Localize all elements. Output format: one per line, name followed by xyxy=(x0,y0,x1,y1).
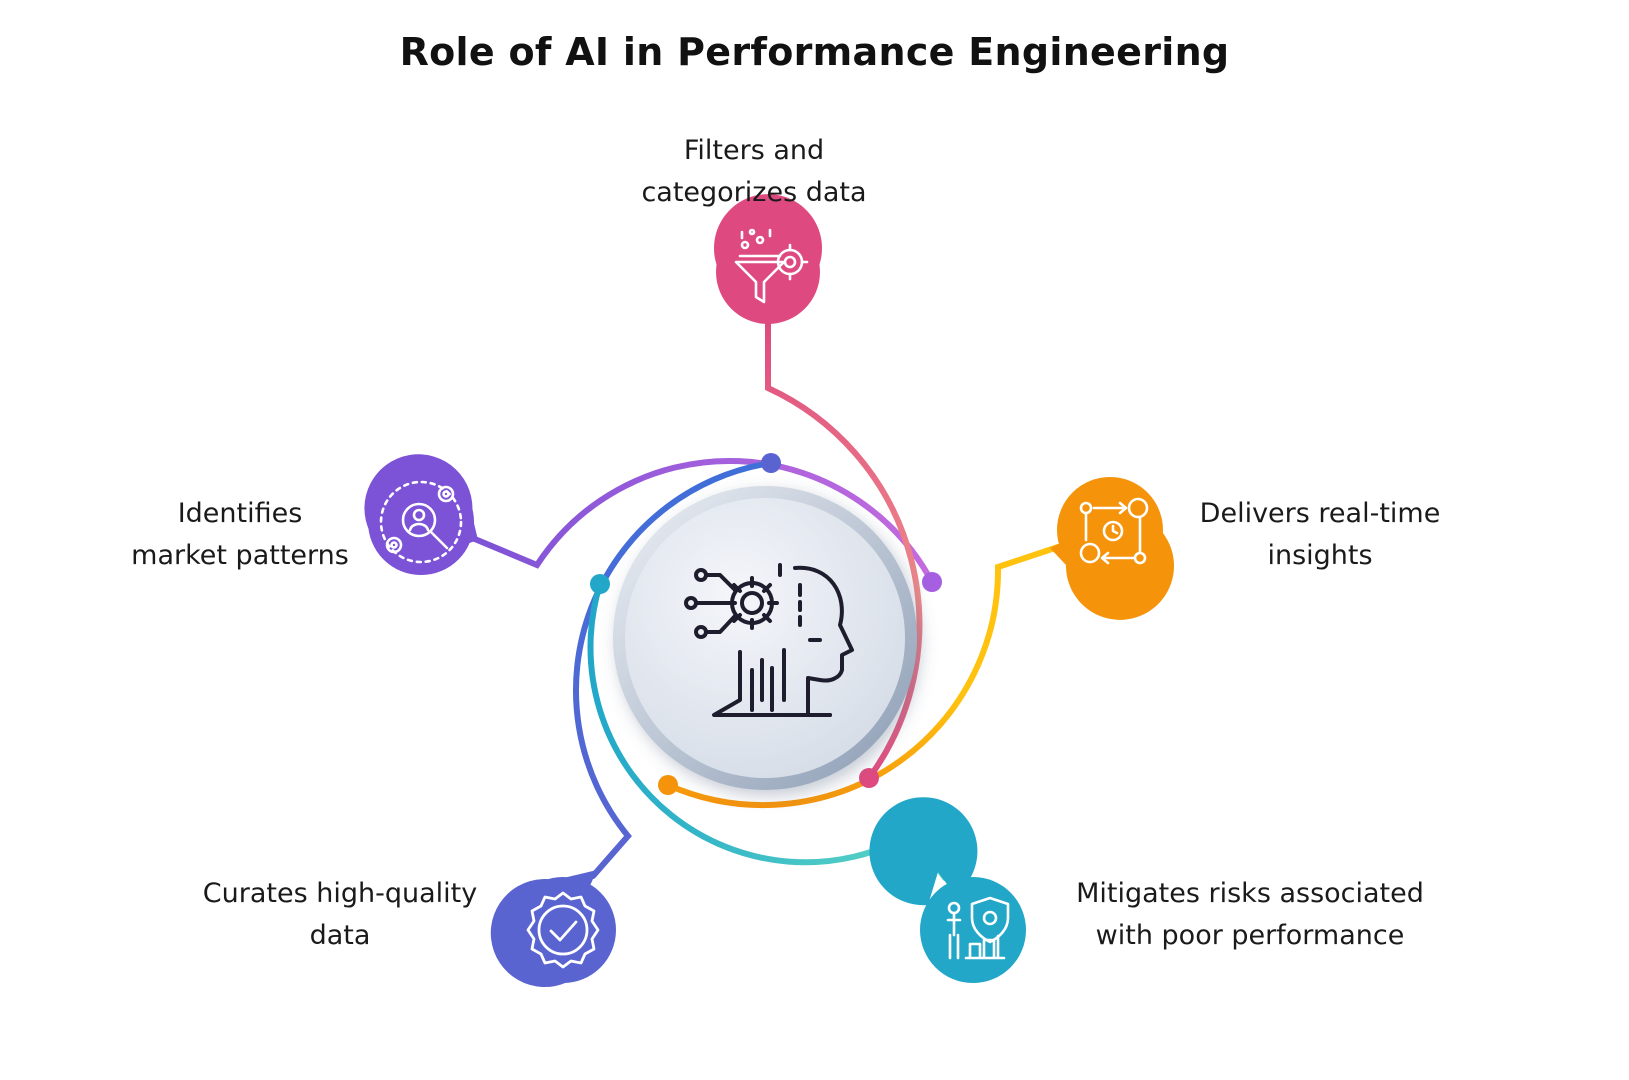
dot-purple xyxy=(922,572,942,592)
pin-delivers xyxy=(1050,477,1174,620)
arc-identifies xyxy=(467,457,935,585)
connector-arcs xyxy=(467,317,1061,881)
dot-pink xyxy=(859,768,879,788)
realtime-exchange-icon xyxy=(1079,497,1149,565)
pin-mitigates xyxy=(869,797,1026,983)
pattern-search-icon xyxy=(379,480,463,564)
page-title: Role of AI in Performance Engineering xyxy=(399,30,1230,74)
arc-filters xyxy=(765,317,923,781)
dot-orange xyxy=(658,775,678,795)
center-hub xyxy=(613,486,917,790)
pin-filters xyxy=(714,194,823,325)
quality-badge-icon xyxy=(526,891,600,969)
risk-shield-chart-icon xyxy=(946,896,1010,960)
arc-curates xyxy=(573,460,774,879)
arc-end-dots xyxy=(590,453,942,795)
ai-head-gear-icon xyxy=(684,563,854,717)
arc-mitigates xyxy=(587,581,948,881)
funnel-gear-icon xyxy=(734,228,809,304)
pin-identifies xyxy=(364,454,478,575)
dot-teal xyxy=(590,574,610,594)
dot-blue xyxy=(761,453,781,473)
pin-curates xyxy=(490,870,616,988)
arc-delivers xyxy=(665,544,1061,809)
